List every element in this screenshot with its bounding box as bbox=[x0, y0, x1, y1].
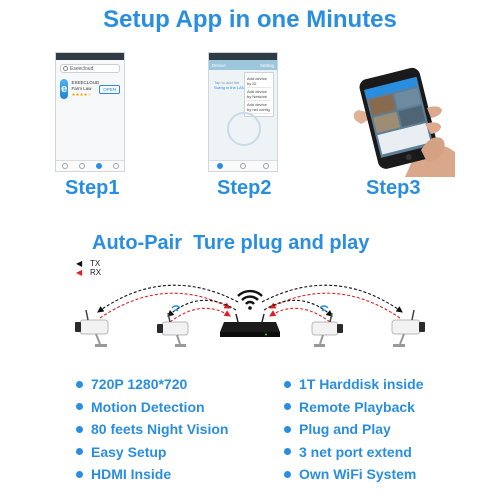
wifi-icon bbox=[237, 289, 263, 310]
header-right: Setting bbox=[259, 62, 274, 68]
rx-arc-left-outer bbox=[99, 292, 231, 319]
rx-arc-right-inner bbox=[269, 307, 331, 323]
legend-tx-label: TX bbox=[90, 259, 101, 268]
hint-line-2: Swing in the LAN bbox=[214, 85, 245, 90]
feature-text: Easy Setup bbox=[91, 443, 167, 460]
feature-list-left: 720P 1280*720 Motion Detection 80 feets … bbox=[76, 373, 228, 486]
step-1-label: Step1 bbox=[65, 177, 120, 199]
watermark-logo bbox=[227, 112, 261, 146]
rx-arrow-icon: ◀ bbox=[76, 268, 83, 277]
feature-item: Remote Playback bbox=[284, 396, 423, 419]
app-subtitle: Farm Law bbox=[71, 86, 92, 91]
add-device-menu: Add device by ID Add device by Network A… bbox=[244, 72, 274, 117]
bullet-icon bbox=[76, 448, 83, 456]
camera-icon-4 bbox=[391, 309, 425, 347]
bullet-icon bbox=[284, 448, 291, 456]
feature-item: HDMI Inside bbox=[76, 463, 228, 486]
legend-rx-label: RX bbox=[90, 268, 102, 277]
add-hint: Tap to add the Swing in the LAN bbox=[214, 80, 245, 90]
bullet-icon bbox=[284, 380, 291, 388]
nvr-recorder-icon bbox=[220, 313, 280, 337]
app-store-screenshot: Eseecloud e ESEECLOUD Farm Law ★★★★☆ OPE… bbox=[55, 52, 125, 172]
tx-arc-right-inner bbox=[263, 299, 333, 317]
camera-icon-2 bbox=[157, 305, 189, 347]
bullet-icon bbox=[284, 470, 291, 478]
feature-list-right: 1T Harddisk inside Remote Playback Plug … bbox=[284, 373, 423, 486]
menu-item-by-id: Add device by ID bbox=[247, 75, 271, 88]
tx-arc-left-outer bbox=[97, 284, 239, 313]
bullet-icon bbox=[284, 403, 291, 411]
app-rating: ★★★★☆ bbox=[71, 92, 92, 97]
search-icon bbox=[63, 66, 68, 71]
app-listing: e ESEECLOUD Farm Law ★★★★☆ OPEN bbox=[60, 79, 120, 99]
status-bar bbox=[56, 53, 124, 60]
alarm-tab-icon bbox=[239, 163, 246, 169]
camera-icon-1 bbox=[75, 309, 109, 347]
feature-item: Own WiFi System bbox=[284, 463, 423, 486]
feature-text: 720P 1280*720 bbox=[91, 376, 188, 393]
rx-arc-left-inner bbox=[169, 307, 231, 323]
status-bar bbox=[209, 53, 277, 60]
feature-text: HDMI Inside bbox=[91, 466, 172, 483]
feature-item: 1T Harddisk inside bbox=[284, 373, 423, 396]
camera-icon-3 bbox=[311, 305, 343, 347]
app-store-search: Eseecloud bbox=[60, 64, 120, 73]
bullet-icon bbox=[76, 425, 83, 433]
menu-item-by-network: Add device by Network bbox=[247, 88, 271, 101]
step-2-label: Step2 bbox=[217, 177, 272, 199]
wireless-pairing-diagram bbox=[75, 284, 425, 347]
feature-item: Plug and Play bbox=[284, 418, 423, 441]
bullet-icon bbox=[76, 380, 83, 388]
app-name: ESEECLOUD bbox=[71, 80, 100, 85]
bullet-icon bbox=[76, 403, 83, 411]
hint-line-1: Tap to add the bbox=[214, 80, 240, 85]
featured-tab-icon bbox=[61, 163, 68, 169]
feature-item: 720P 1280*720 bbox=[76, 373, 228, 396]
tx-arrow-icon: ◀ bbox=[76, 259, 83, 268]
feature-text: 80 feets Night Vision bbox=[91, 421, 229, 438]
feature-item: 80 feets Night Vision bbox=[76, 418, 228, 441]
device-tab-icon bbox=[217, 163, 224, 169]
feature-item: 3 net port extend bbox=[284, 441, 423, 464]
menu-item-by-net-config: Add device by net config bbox=[247, 102, 271, 114]
feature-text: 3 net port extend bbox=[299, 443, 412, 460]
feature-item: Easy Setup bbox=[76, 441, 228, 464]
bullet-icon bbox=[76, 470, 83, 478]
app-add-device-screenshot: Device Setting Tap to add the Swing in t… bbox=[208, 52, 278, 172]
feature-text: Plug and Play bbox=[299, 421, 391, 438]
eseecloud-app-icon: e bbox=[60, 79, 69, 99]
tx-arc-right-outer bbox=[261, 284, 403, 313]
app-header: Device Setting bbox=[209, 60, 277, 70]
legend-rx: ◀ RX bbox=[76, 268, 101, 277]
feature-text: Remote Playback bbox=[299, 398, 415, 415]
search-text: Eseecloud bbox=[70, 66, 94, 72]
app-tabbar bbox=[209, 160, 277, 171]
feature-item: Motion Detection bbox=[76, 396, 228, 419]
step-3-label: Step3 bbox=[366, 177, 421, 199]
page-title: Setup App in one Minutes bbox=[103, 6, 397, 33]
legend-tx: ◀ TX bbox=[76, 259, 101, 268]
more-tab-icon bbox=[262, 163, 269, 169]
app-store-tabbar bbox=[56, 160, 124, 171]
signal-legend: ◀ TX ◀ RX bbox=[76, 259, 101, 277]
charts-tab-icon bbox=[78, 163, 85, 169]
search-tab-icon bbox=[95, 163, 102, 169]
feature-text: Motion Detection bbox=[91, 398, 205, 415]
auto-pair-heading: Auto-Pair Ture plug and play bbox=[92, 232, 370, 254]
updates-tab-icon bbox=[112, 163, 119, 169]
hand-holding-phone-image bbox=[353, 67, 455, 177]
rx-arc-right-outer bbox=[269, 292, 401, 319]
header-left: Device bbox=[212, 62, 226, 68]
open-button: OPEN bbox=[99, 84, 120, 94]
feature-text: 1T Harddisk inside bbox=[299, 376, 424, 393]
feature-text: Own WiFi System bbox=[299, 466, 417, 483]
bullet-icon bbox=[284, 425, 291, 433]
tx-arc-left-inner bbox=[167, 299, 237, 317]
